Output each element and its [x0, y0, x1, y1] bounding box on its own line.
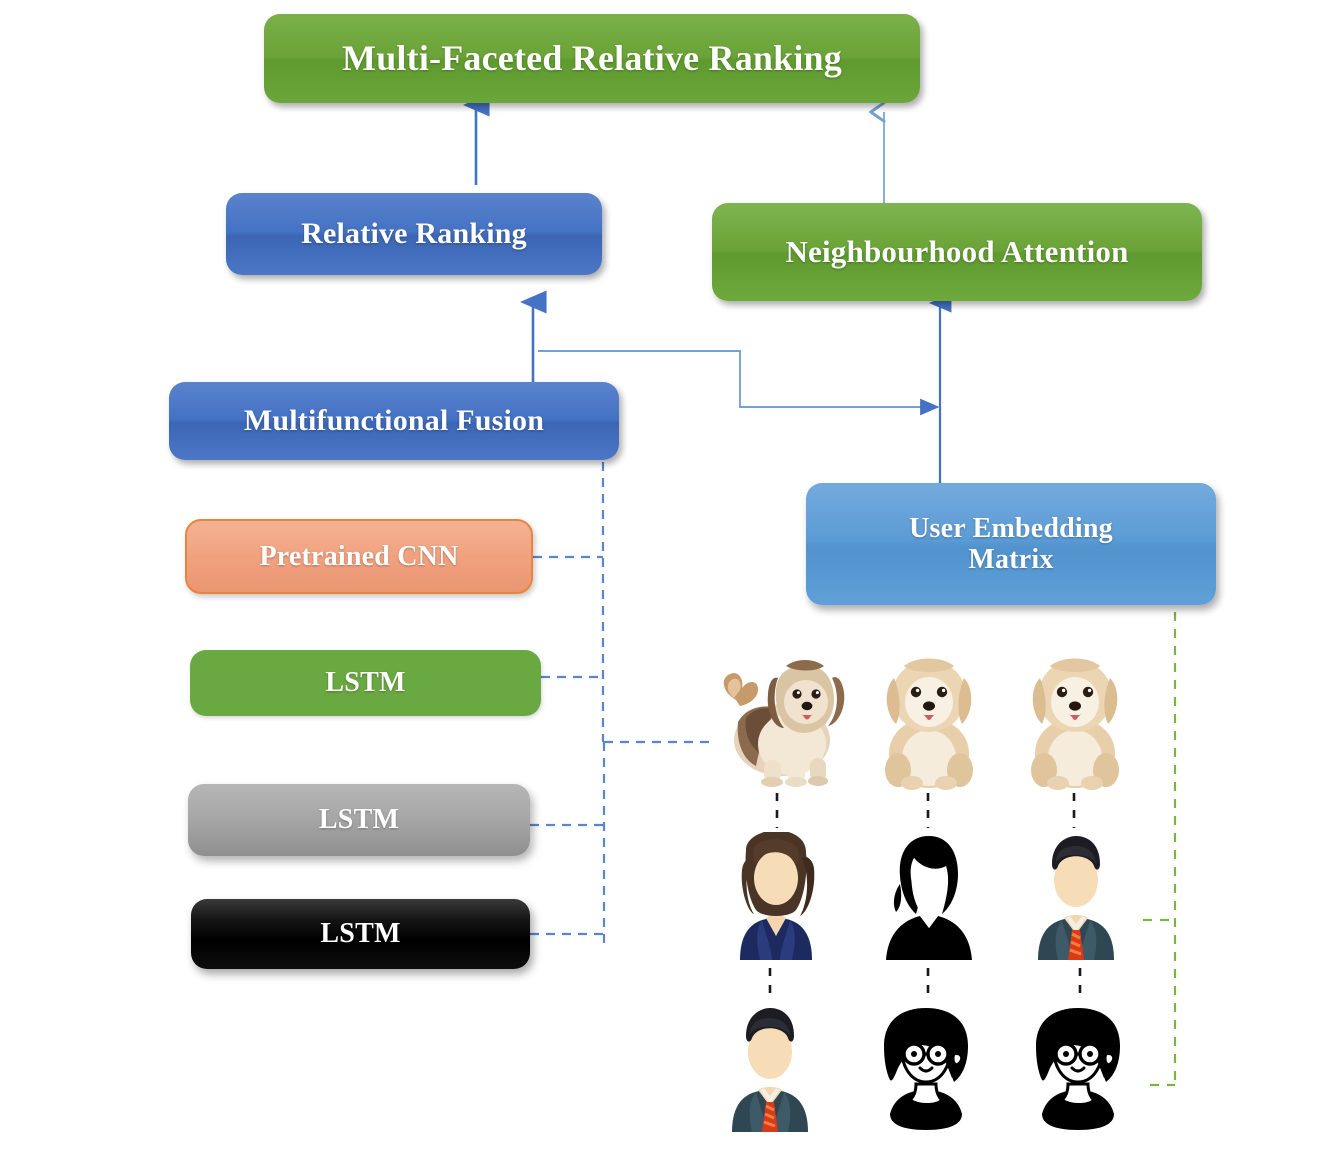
node-multifunctional-fusion[interactable]: Multifunctional Fusion [169, 382, 619, 460]
dog-photo-havanese-standing [710, 648, 850, 793]
avatar-man-suit-red-tie [716, 1004, 824, 1132]
avatar-woman-glasses-cartoon-1 [870, 1006, 982, 1132]
dog-photo-puppy-sitting-2 [1016, 650, 1134, 792]
node-label: LSTM [325, 667, 406, 699]
node-label-line1: User Embedding [909, 512, 1113, 544]
node-label: LSTM [318, 804, 400, 836]
node-label: Multifunctional Fusion [243, 404, 545, 438]
node-lstm-black[interactable]: LSTM [191, 899, 530, 969]
avatar-woman-silhouette [874, 834, 984, 960]
node-label-line2: Matrix [968, 544, 1054, 575]
node-lstm-grey[interactable]: LSTM [188, 784, 530, 856]
dog-photo-puppy-sitting-1 [870, 650, 988, 792]
node-lstm-green[interactable]: LSTM [190, 650, 541, 716]
node-label: Relative Ranking [301, 217, 527, 251]
node-label: Pretrained CNN [259, 540, 459, 572]
avatar-woman-glasses-cartoon-2 [1022, 1006, 1134, 1132]
node-user-embedding-matrix[interactable]: User Embedding Matrix [806, 483, 1216, 605]
node-label: Neighbourhood Attention [785, 233, 1129, 269]
node-neighbourhood-attention[interactable]: Neighbourhood Attention [712, 203, 1202, 301]
avatar-woman-navy-blazer [722, 832, 830, 960]
node-label: LSTM [320, 918, 401, 950]
dashed-connector-user-embedding-to-user-grid [1143, 612, 1177, 1087]
node-label: Multi-Faceted Relative Ranking [342, 38, 842, 79]
avatar-man-suit-red-tie [1022, 832, 1130, 960]
node-pretrained-cnn[interactable]: Pretrained CNN [185, 519, 533, 594]
node-relative-ranking[interactable]: Relative Ranking [226, 193, 602, 275]
node-multi-faceted-relative-ranking[interactable]: Multi-Faceted Relative Ranking [264, 14, 920, 103]
dashed-connector-fusion-to-feature-stack [530, 462, 714, 944]
